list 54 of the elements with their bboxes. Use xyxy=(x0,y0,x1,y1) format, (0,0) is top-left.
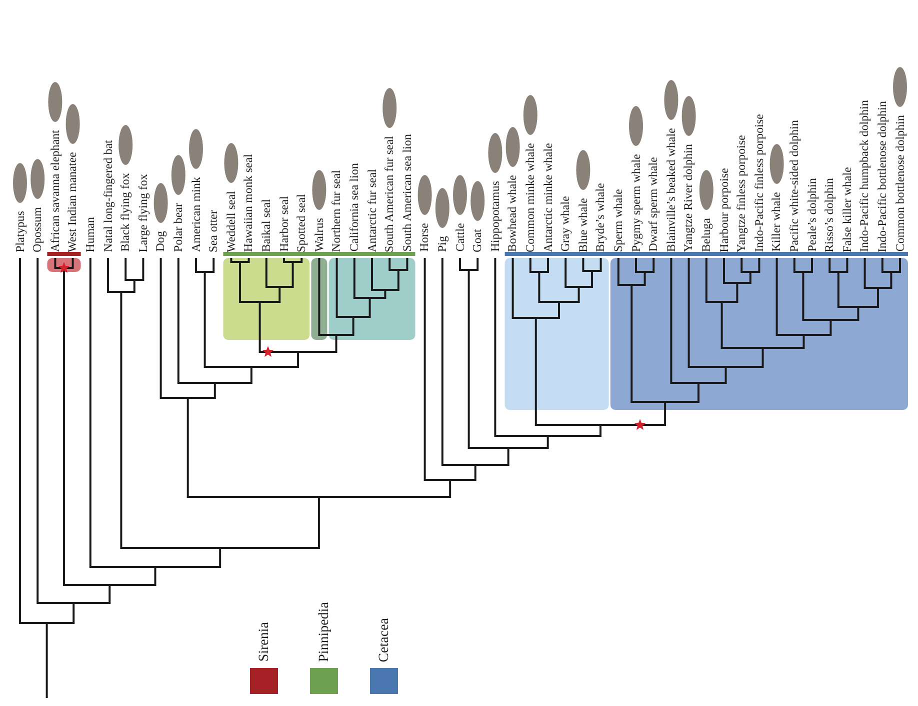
species-name: California sea lion xyxy=(348,163,361,252)
species-name: False killer whale xyxy=(840,167,854,252)
species-name: African savanna elephant xyxy=(48,130,62,252)
species-name: Baikal seal xyxy=(260,199,273,252)
species-name: Blainville’s beaked whale xyxy=(664,128,678,252)
species-name: Horse xyxy=(418,223,432,252)
species-name: Indo-Pacific bottlenose dolphin xyxy=(876,101,889,252)
species-name: Hippopotamus xyxy=(488,181,502,252)
species-name: Black flying fox xyxy=(119,173,132,252)
species-name: Antarctic fur seal xyxy=(366,169,378,252)
species-name: Walrus xyxy=(312,218,326,252)
species-name: Risso’s dolphin xyxy=(823,178,836,252)
species-name: South American fur seal xyxy=(383,136,396,252)
species-name: Yangtze River dolphin xyxy=(682,144,696,252)
species-name: West Indian manatee xyxy=(66,152,80,252)
species-name: Human xyxy=(84,217,97,252)
species-name: Natal long-fingered bat xyxy=(102,140,114,252)
species-name: Bryde’s whale xyxy=(594,183,608,252)
legend-label: Sirenia xyxy=(258,622,270,662)
species-name: Bowhead whale xyxy=(506,175,520,252)
species-name: Gray whale xyxy=(559,196,572,252)
species-name: South American sea lion xyxy=(400,134,414,252)
species-name: Goat xyxy=(471,229,484,252)
species-name: Spotted seal xyxy=(295,194,308,252)
species-name: Beluga xyxy=(700,218,713,252)
species-name: Common minke whale xyxy=(524,143,537,252)
species-name: Yangtze finless porpoise xyxy=(735,135,748,252)
species-name: Harbour porpoise xyxy=(718,168,730,252)
species-name: Harbor seal xyxy=(278,196,290,252)
species-name: Hawaiian monk seal xyxy=(242,154,256,252)
legend-label: Cetacea xyxy=(378,618,390,662)
species-name: Pygmy sperm whale xyxy=(630,154,642,252)
species-name: Peale’s dolphin xyxy=(806,178,818,252)
species-name: Sperm whale xyxy=(612,189,625,252)
species-name: Pacific white-sided dolphin xyxy=(788,120,801,252)
species-name: Large flying fox xyxy=(136,174,150,252)
species-name: Dog xyxy=(154,231,168,252)
legend-label: Pinnipedia xyxy=(318,602,330,662)
species-name: Opossum xyxy=(31,207,44,252)
species-name: Northern fur seal xyxy=(330,170,344,252)
species-name: Cattle xyxy=(454,223,466,252)
species-name: Sea otter xyxy=(207,210,220,252)
species-name: Dwarf sperm whale xyxy=(647,157,660,252)
species-name: Blue whale xyxy=(576,198,590,252)
species-name: Platypus xyxy=(14,211,26,252)
species-name: American mink xyxy=(190,177,202,252)
species-name: Common bottlenose dolphin xyxy=(894,115,906,252)
species-name: Indo-Pacific humpback dolphin xyxy=(858,100,872,252)
species-name: Killer whale xyxy=(770,192,784,252)
species-name: Pig xyxy=(436,236,449,252)
species-name: Weddell seal xyxy=(224,191,238,252)
species-name: Polar bear xyxy=(172,203,185,252)
species-name: Indo-Pacific finless porpoise xyxy=(752,114,766,252)
species-name: Antarctic minke whale xyxy=(542,143,554,252)
